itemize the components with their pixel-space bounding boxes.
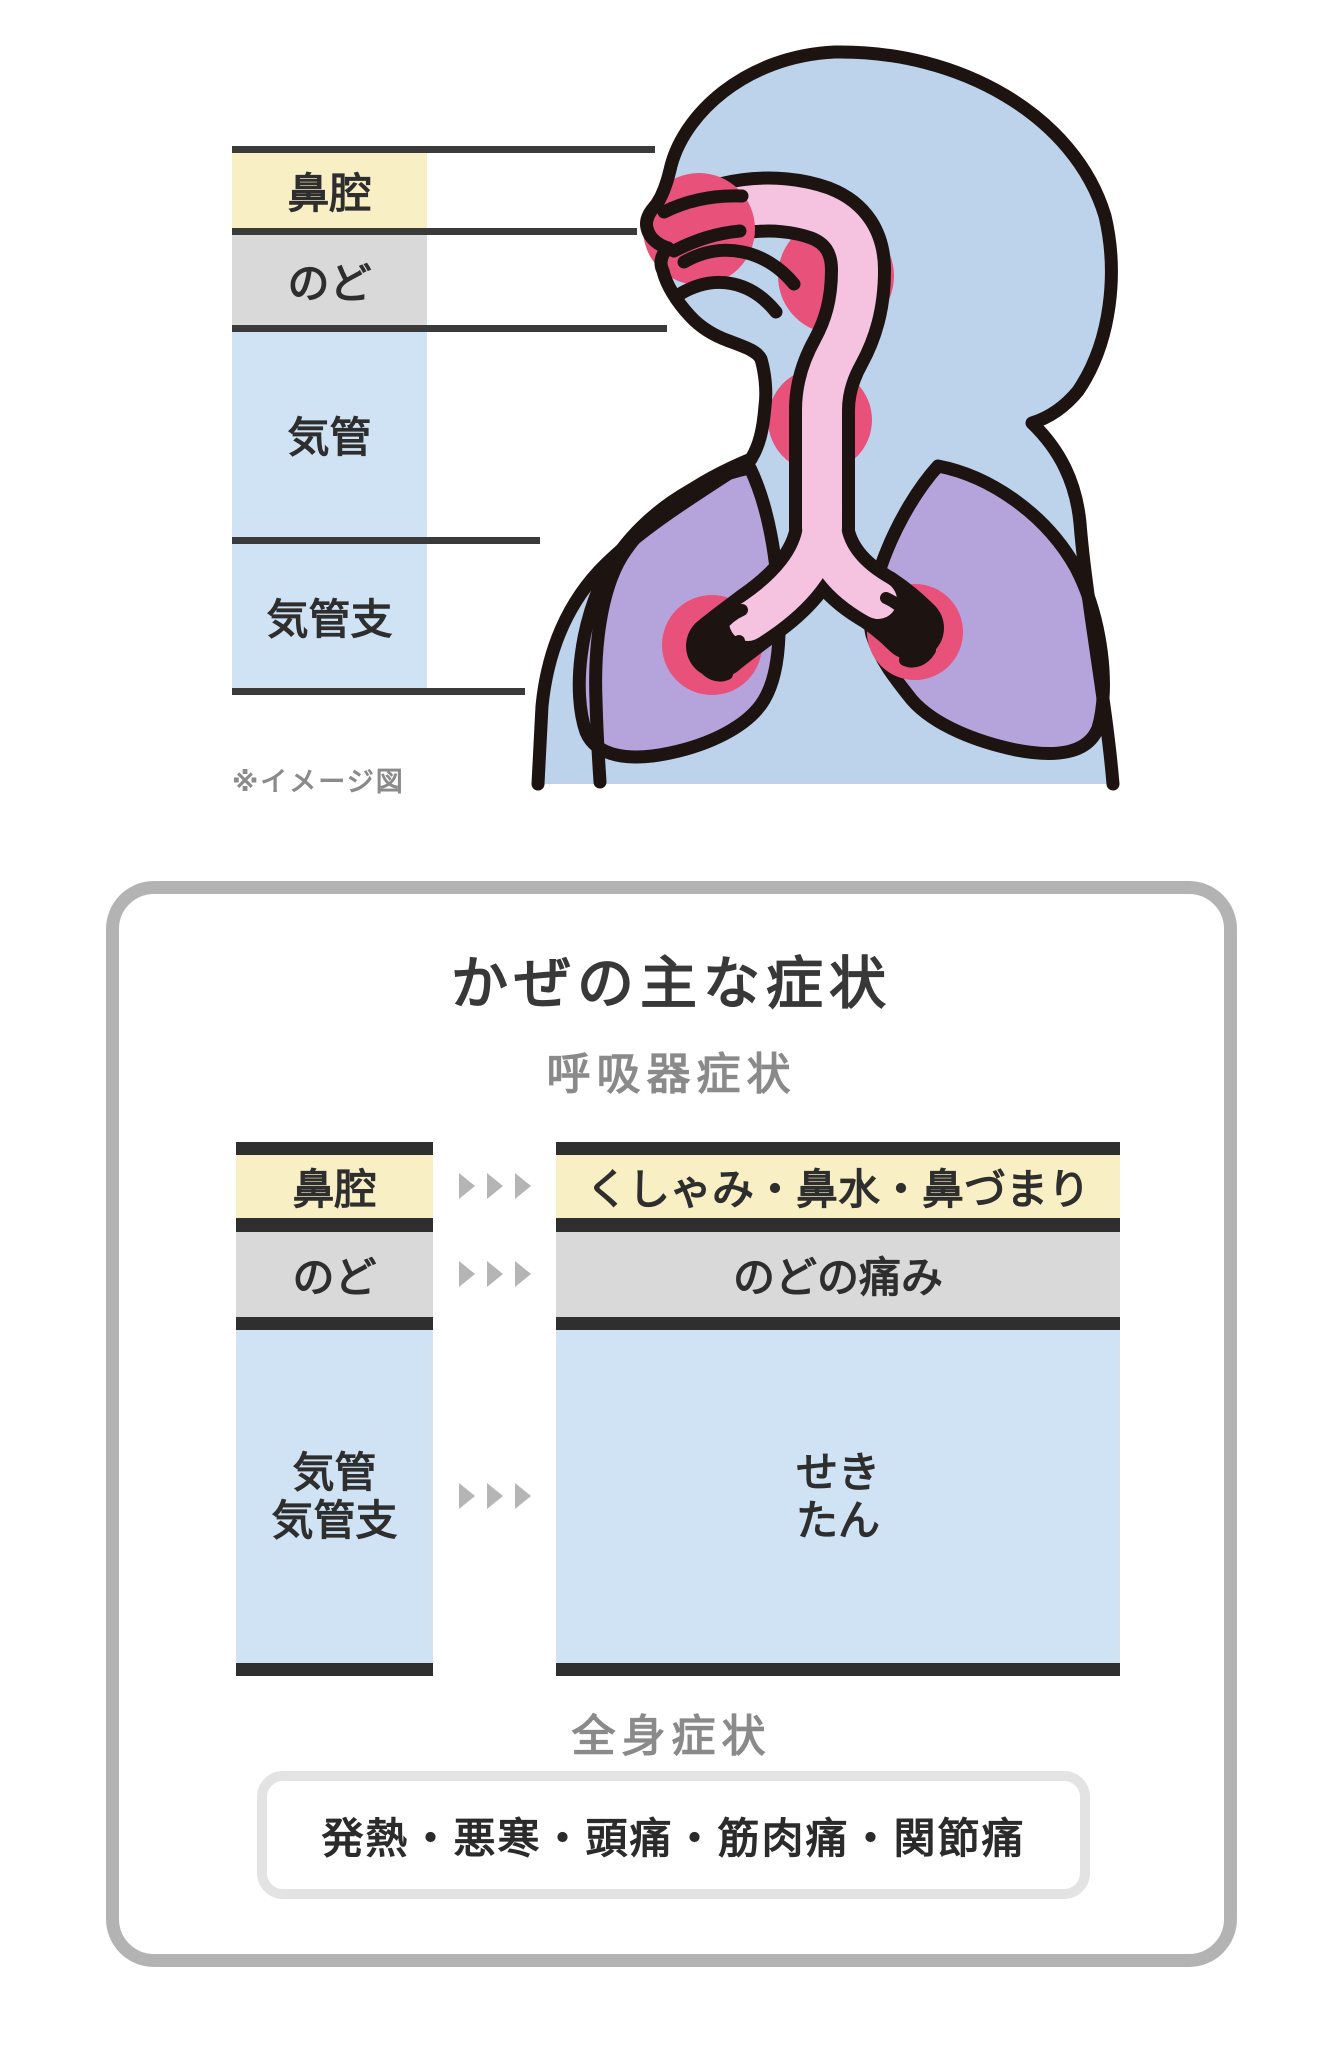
triangle-arrow-icon xyxy=(459,1261,475,1287)
triangle-arrow-icon xyxy=(487,1261,503,1287)
shoulder-seam xyxy=(589,452,758,789)
airway-pink xyxy=(658,184,897,641)
symptom-cell-throat: のどの痛み xyxy=(556,1232,1120,1317)
legend-row-throat: のど xyxy=(232,235,427,325)
infection-spots xyxy=(662,218,963,695)
arrow-icons-trachea xyxy=(459,1483,531,1509)
legend-label-trachea: 気管 xyxy=(287,414,372,461)
organ-label-trachea-bronchi: 気管 気管支 xyxy=(271,1449,397,1545)
organ-cell-nasal: 鼻腔 xyxy=(236,1155,433,1218)
right-lung xyxy=(863,459,1110,760)
lungs xyxy=(572,459,1110,764)
legend-label-bronchi: 気管支 xyxy=(266,595,393,643)
organ-label-bronchi-line: 気管支 xyxy=(271,1496,398,1544)
airway-outline xyxy=(645,171,944,678)
table-bar xyxy=(556,1142,1120,1155)
triangle-arrow-icon xyxy=(459,1173,475,1199)
symptom-cell-cough-phlegm: せき たん xyxy=(556,1330,1120,1663)
legend-row-nasal: 鼻腔 xyxy=(232,153,427,228)
table-bar xyxy=(556,1317,1120,1330)
nasal-band-edges xyxy=(657,189,749,258)
respiratory-heading: 呼吸器症状 xyxy=(546,1050,797,1099)
arrow-icons-throat xyxy=(459,1261,531,1287)
symptom-label-throat: のどの痛み xyxy=(732,1254,943,1301)
table-bar xyxy=(556,1663,1120,1676)
image-disclaimer-note: ※イメージ図 xyxy=(232,767,405,797)
legend-row-trachea: 気管 xyxy=(232,332,427,537)
symptom-label-cough: せき xyxy=(795,1448,880,1496)
body-outline xyxy=(531,45,1120,791)
body-silhouette xyxy=(538,51,1113,784)
systemic-symptoms-box: 発熱・悪寒・頭痛・筋肉痛・関節痛 xyxy=(257,1771,1090,1899)
callout-line-throat-trachea xyxy=(232,325,667,332)
symptom-label-nasal: くしゃみ・鼻水・鼻づまり xyxy=(585,1166,1090,1213)
triangle-arrow-icon xyxy=(459,1483,475,1509)
triangle-arrow-icon xyxy=(515,1261,531,1287)
triangle-arrow-icon xyxy=(487,1173,503,1199)
callout-line-bottom xyxy=(232,688,525,695)
table-bar xyxy=(236,1142,433,1155)
infection-spot-nose xyxy=(643,173,755,285)
legend-row-bronchi: 気管支 xyxy=(232,544,427,688)
systemic-heading: 全身症状 xyxy=(571,1712,772,1761)
infection-spot-trachea xyxy=(768,368,872,472)
triangle-arrow-icon xyxy=(515,1483,531,1509)
callout-line-top xyxy=(232,146,655,153)
symptom-cell-nasal: くしゃみ・鼻水・鼻づまり xyxy=(556,1155,1120,1218)
organ-label-trachea-line: 気管 xyxy=(292,1448,377,1496)
symptom-label-phlegm: たん xyxy=(795,1496,880,1544)
table-bar xyxy=(236,1663,433,1676)
organ-label-throat: のど xyxy=(292,1254,377,1301)
triangle-arrow-icon xyxy=(487,1483,503,1509)
callout-line-trachea-bronchi xyxy=(232,537,540,544)
bronchi-branches xyxy=(696,592,936,682)
mouth-lines xyxy=(673,243,801,319)
table-bar xyxy=(236,1218,433,1232)
legend-label-nasal: 鼻腔 xyxy=(287,170,372,217)
left-lung xyxy=(572,461,786,764)
infection-spot-right-bronchus xyxy=(867,584,963,680)
triangle-arrow-icon xyxy=(515,1173,531,1199)
callout-line-nasal-throat xyxy=(232,228,637,235)
arrow-icons-nasal xyxy=(459,1173,531,1199)
systemic-symptoms-text: 発熱・悪寒・頭痛・筋肉痛・関節痛 xyxy=(321,1814,1026,1862)
organ-cell-throat: のど xyxy=(236,1232,433,1317)
organ-cell-trachea-bronchi: 気管 気管支 xyxy=(236,1330,433,1663)
symptom-label-cough-phlegm: せき たん xyxy=(796,1449,880,1545)
legend-label-throat: のど xyxy=(287,259,372,307)
table-bar xyxy=(236,1317,433,1330)
table-bar xyxy=(556,1218,1120,1232)
organ-label-nasal: 鼻腔 xyxy=(292,1166,377,1213)
infection-spot-throat xyxy=(778,218,894,334)
panel-title: かぜの主な症状 xyxy=(451,952,892,1016)
infection-spot-left-bronchus xyxy=(662,595,762,695)
